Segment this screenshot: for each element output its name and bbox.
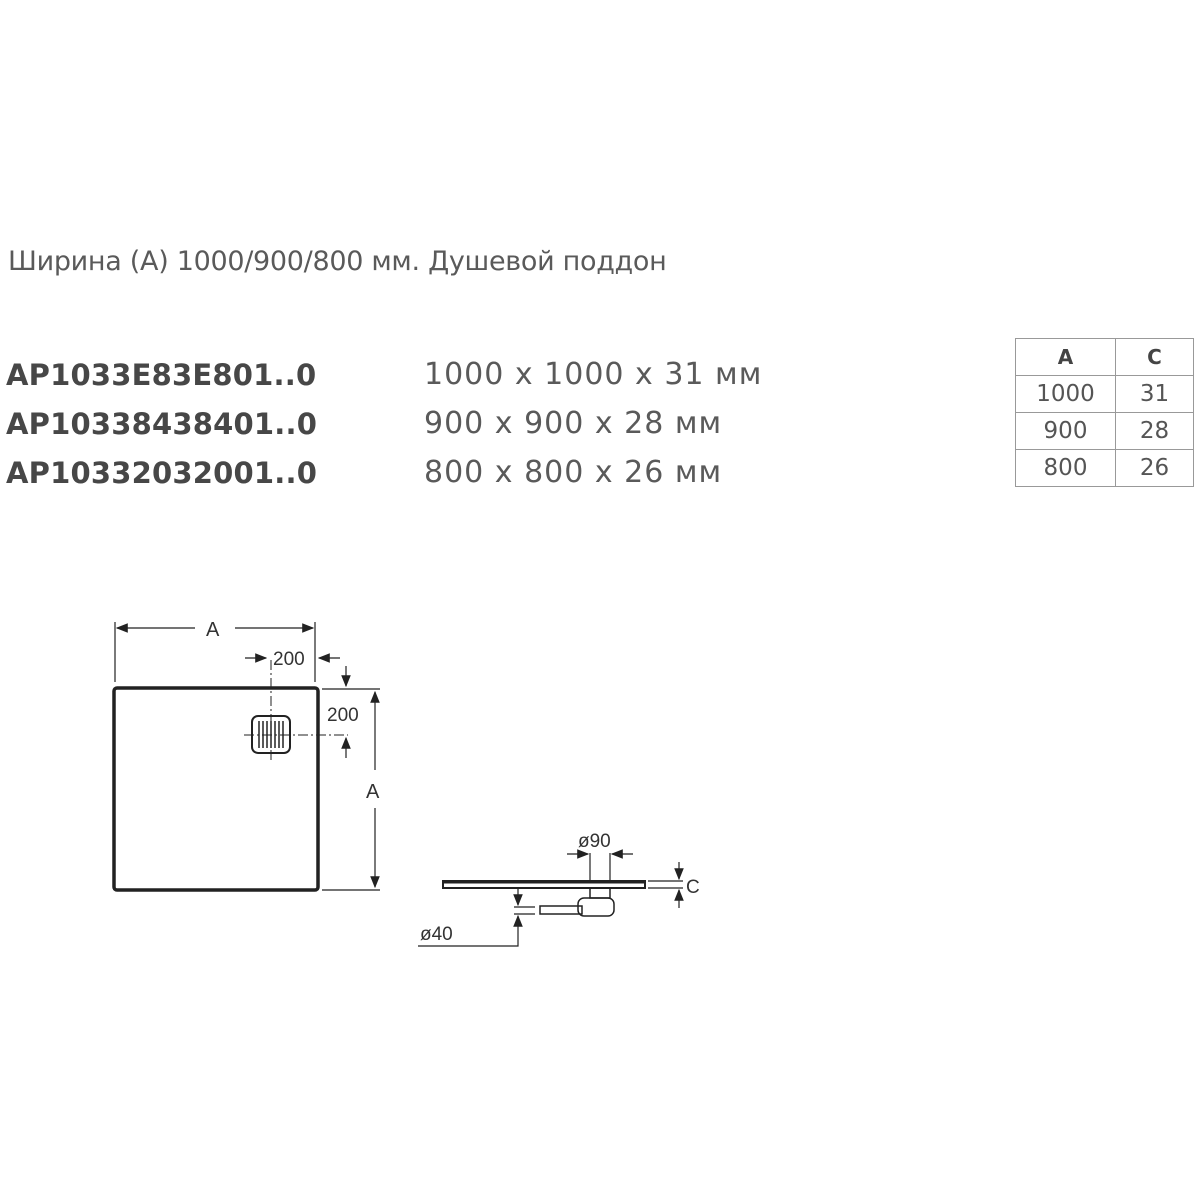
dimension-drain-x: 200: [273, 649, 305, 670]
model-dimensions: 900 x 900 x 28 мм: [424, 406, 723, 441]
model-row: AP10332032001..0 800 x 800 x 26 мм: [6, 448, 762, 497]
cell-c: 28: [1115, 412, 1194, 450]
dimension-outlet-diameter: ø40: [420, 924, 453, 945]
tray-outline: [112, 686, 320, 892]
model-row: AP1033E83E801..0 1000 x 1000 x 31 мм: [6, 350, 762, 399]
dimension-a-height: A: [366, 781, 380, 803]
cell-a: 900: [1015, 412, 1116, 450]
table-row: 1000 31: [1015, 375, 1194, 413]
cell-c: 31: [1115, 375, 1194, 413]
cell-c: 26: [1115, 449, 1194, 487]
table-row: 800 26: [1015, 449, 1194, 487]
model-code: AP10338438401..0: [6, 406, 318, 441]
dimension-drain-y: 200: [327, 705, 359, 726]
dimension-thickness-c: C: [686, 877, 700, 898]
spec-table: A C 1000 31 900 28 800 26: [1015, 338, 1194, 487]
table-row: 900 28: [1015, 412, 1194, 450]
page-title: Ширина (А) 1000/900/800 мм. Душевой подд…: [8, 246, 667, 277]
model-dimensions: 1000 x 1000 x 31 мм: [424, 357, 763, 392]
cell-a: 1000: [1015, 375, 1116, 413]
header-c: C: [1115, 338, 1194, 376]
model-dimensions: 800 x 800 x 26 мм: [424, 455, 723, 490]
dimension-drain-diameter: ø90: [578, 831, 611, 852]
model-list: AP1033E83E801..0 1000 x 1000 x 31 мм AP1…: [6, 350, 762, 497]
model-code: AP10332032001..0: [6, 455, 318, 490]
top-view: [112, 622, 380, 892]
model-row: AP10338438401..0 900 x 900 x 28 мм: [6, 399, 762, 448]
cell-a: 800: [1015, 449, 1116, 487]
side-view: [418, 849, 684, 947]
model-code: AP1033E83E801..0: [6, 357, 317, 392]
dimension-a-width: A: [206, 619, 220, 641]
